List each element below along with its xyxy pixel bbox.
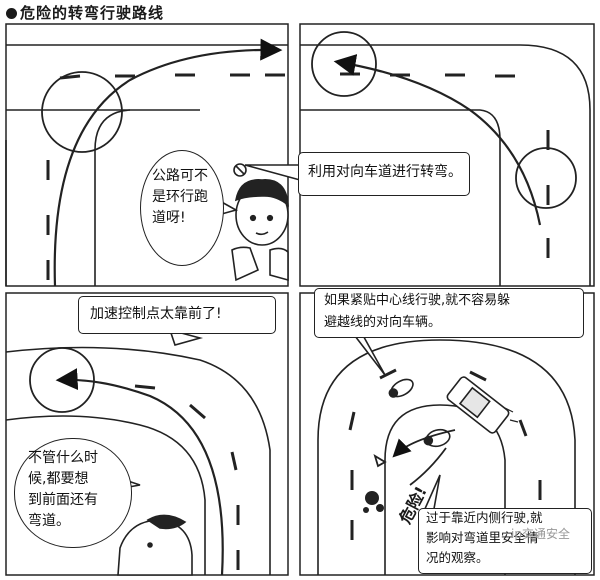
panel4-bottom-text: 过于靠近内侧行驶,就 影响对弯道里安全情 况的观察。	[426, 510, 543, 565]
center-dashes	[46, 73, 285, 280]
panel2-speech-bubble	[298, 152, 470, 196]
panel4-bottom-bubble	[418, 508, 592, 574]
panel3-speech-bubble	[14, 438, 132, 548]
hazard-splat	[363, 491, 384, 513]
panel4-top-bubble	[314, 288, 584, 338]
panel4-top-text: 如果紧贴中心线行驶,就不容易躲 避越线的对向车辆。	[324, 293, 511, 330]
page-title: 危险的转弯行驶路线	[6, 2, 164, 23]
person-character	[117, 514, 193, 576]
panel1-speech-bubble	[140, 150, 224, 266]
panel2-bubble-text: 利用对向车道进行转弯。	[308, 164, 462, 180]
panel4-road	[317, 339, 576, 575]
watermark: ip交通安全	[511, 527, 570, 541]
oncoming-car	[446, 376, 519, 434]
motorcycle-center	[388, 378, 414, 398]
panel3-road	[5, 346, 271, 576]
panel3-top-text: 加速控制点太靠前了!	[90, 306, 222, 322]
boy-character	[231, 163, 289, 282]
motorcycle-inside	[423, 428, 451, 448]
bullet-icon	[6, 8, 17, 19]
panel1-bubble-text: 公路可不 是环行跑 道呀!	[152, 168, 208, 226]
panel3-bubble-text: 不管什么时 候,都要想 到前面还有 弯道。	[28, 450, 98, 529]
panel3-top-bubble	[78, 296, 276, 334]
panel1-road	[5, 38, 288, 287]
panel2-road	[300, 31, 591, 286]
